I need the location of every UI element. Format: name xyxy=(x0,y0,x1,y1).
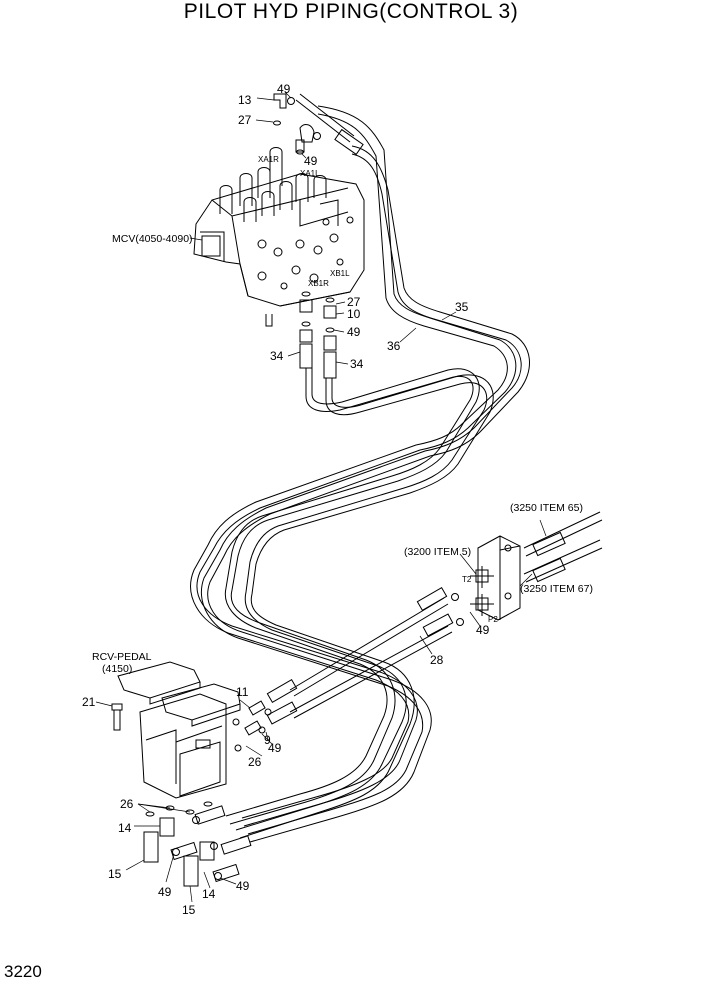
part-number-49-f: 49 xyxy=(158,885,172,899)
part-number-49-g: 49 xyxy=(236,879,250,893)
part-number-21: 21 xyxy=(82,695,96,709)
part-number-14-b: 14 xyxy=(202,887,216,901)
rcv-lower-fittings xyxy=(143,801,252,887)
part-number-13: 13 xyxy=(238,93,252,107)
part-number-26-b: 26 xyxy=(120,797,134,811)
hose-35 xyxy=(190,105,517,827)
part-number-49-c: 49 xyxy=(347,325,361,339)
ref-3250-item-65: (3250 ITEM 65) xyxy=(510,502,583,514)
part-number-15-a: 15 xyxy=(108,867,122,881)
part-number-11: 11 xyxy=(236,685,249,699)
part-number-49-b: 49 xyxy=(304,154,318,168)
port-label-p2: P2 xyxy=(488,615,498,624)
mcv-lower-fittings xyxy=(299,291,337,379)
mcv-valve-block xyxy=(193,147,365,327)
port-label-xa1r: XA1R xyxy=(258,155,279,164)
rcv-upper-fittings xyxy=(232,700,272,752)
part-number-36: 36 xyxy=(387,339,401,353)
mcv-label: MCV(4050-4090) xyxy=(112,233,193,245)
part-number-28: 28 xyxy=(430,653,444,667)
hose-34-right xyxy=(235,374,494,839)
part-number-14-a: 14 xyxy=(118,821,132,835)
leader-lines xyxy=(95,91,547,903)
part-number-34-a: 34 xyxy=(270,349,284,363)
ref-3200-item-5: (3200 ITEM 5) xyxy=(404,546,471,558)
port-label-xb1r: XB1R xyxy=(308,279,329,288)
ref-3250-item-67: (3250 ITEM 67) xyxy=(520,583,593,595)
port-label-t2: T2 xyxy=(462,575,472,584)
page-number: 3220 xyxy=(4,962,42,981)
part-number-27-a: 27 xyxy=(238,113,252,127)
part-number-34-b: 34 xyxy=(350,357,364,371)
part-number-27-b: 27 xyxy=(347,295,361,309)
part-number-9: 9 xyxy=(264,733,271,747)
upper-fittings xyxy=(273,93,364,156)
part-number-10: 10 xyxy=(347,307,361,321)
rcv-pedal-label: RCV-PEDAL xyxy=(92,651,152,663)
hose-28 xyxy=(266,586,464,725)
diagram-title: PILOT HYD PIPING(CONTROL 3) xyxy=(183,0,519,23)
part-number-49-d: 49 xyxy=(476,623,490,637)
hose-34-left xyxy=(224,368,480,825)
part-number-15-b: 15 xyxy=(182,903,196,917)
part-number-49-a: 49 xyxy=(277,82,291,96)
rcv-pedal xyxy=(111,661,241,799)
part-number-35: 35 xyxy=(455,300,469,314)
part-number-26-a: 26 xyxy=(248,755,262,769)
manifold-block xyxy=(470,511,603,621)
rcv-pedal-number: (4150) xyxy=(102,663,132,675)
port-label-xa1l: XA1L xyxy=(300,169,320,178)
part-number-49-e: 49 xyxy=(268,741,282,755)
port-label-xb1l: XB1L xyxy=(330,269,350,278)
hose-36 xyxy=(200,145,530,843)
